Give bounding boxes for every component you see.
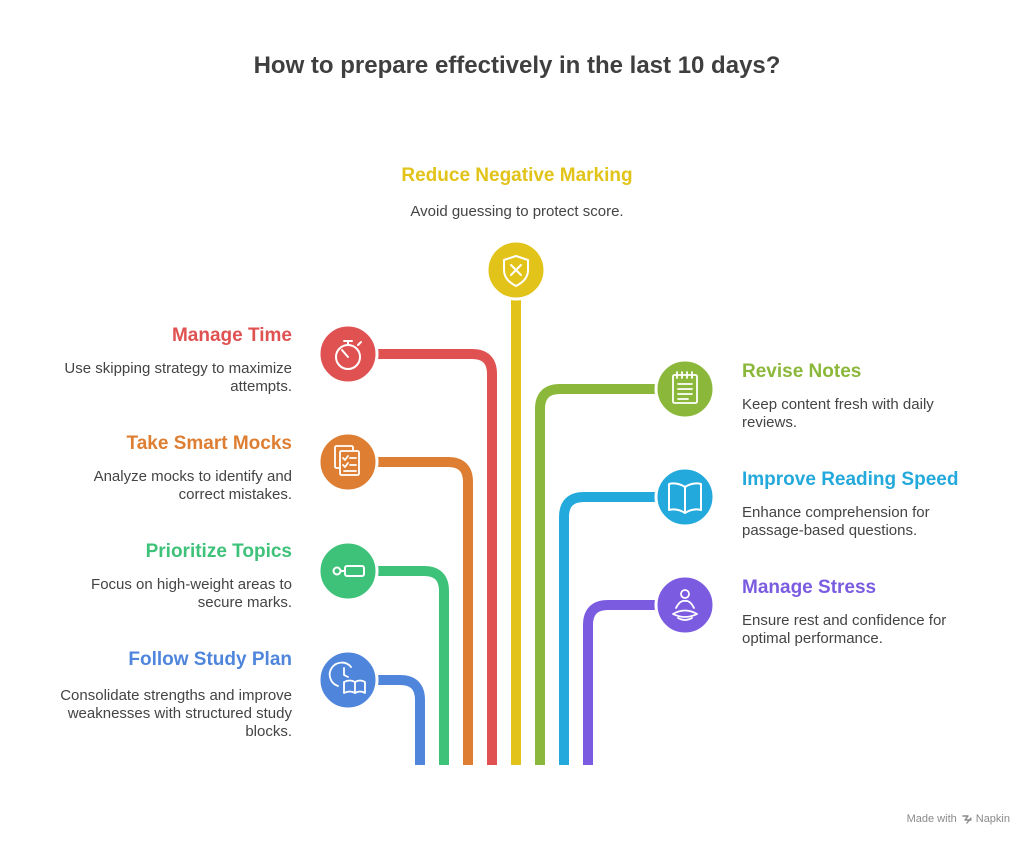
napkin-brand: Napkin <box>961 813 1010 825</box>
step-title-follow-study-plan: Follow Study Plan <box>128 649 292 670</box>
connector-revise-notes <box>535 384 685 765</box>
node-reduce-negative-marking <box>485 239 547 301</box>
checklist-documents-icon <box>334 445 360 476</box>
clock-book-icon <box>328 661 366 694</box>
connector-manage-time <box>348 349 497 765</box>
node-follow-study-plan <box>317 649 379 711</box>
shield-x-icon <box>503 255 529 287</box>
priority-slider-icon <box>332 565 365 577</box>
step-desc-improve-reading-speed: Enhance comprehension for passage-based … <box>742 504 930 539</box>
connector-follow-study-plan <box>348 675 425 765</box>
connector-take-smart-mocks <box>348 457 473 765</box>
node-manage-time <box>317 323 379 385</box>
stopwatch-icon <box>335 340 362 370</box>
node-prioritize-topics <box>317 540 379 602</box>
step-desc-prioritize-topics: Focus on high-weight areas to secure mar… <box>91 576 292 611</box>
connector-improve-reading-speed <box>559 492 685 765</box>
step-desc-revise-notes: Keep content fresh with daily reviews. <box>742 396 934 431</box>
notepad-icon <box>672 371 698 404</box>
node-revise-notes <box>654 358 716 420</box>
connector-manage-stress <box>583 600 685 765</box>
step-desc-take-smart-mocks: Analyze mocks to identify and correct mi… <box>93 468 292 503</box>
step-title-improve-reading-speed: Improve Reading Speed <box>742 469 959 490</box>
step-desc-reduce-negative-marking: Avoid guessing to protect score. <box>410 203 624 220</box>
open-book-icon <box>668 482 702 514</box>
step-desc-manage-time: Use skipping strategy to maximize attemp… <box>64 360 292 395</box>
node-manage-stress <box>654 574 716 636</box>
page-title: How to prepare effectively in the last 1… <box>253 52 781 79</box>
step-title-reduce-negative-marking: Reduce Negative Marking <box>401 165 633 186</box>
step-title-prioritize-topics: Prioritize Topics <box>145 541 292 562</box>
step-title-revise-notes: Revise Notes <box>742 361 862 382</box>
node-take-smart-mocks <box>317 431 379 493</box>
step-title-take-smart-mocks: Take Smart Mocks <box>126 433 292 454</box>
meditation-icon <box>672 589 698 621</box>
step-title-manage-time: Manage Time <box>171 325 292 346</box>
made-with-napkin-footer[interactable]: Made with Napkin <box>907 813 1010 825</box>
node-improve-reading-speed <box>654 466 716 528</box>
napkin-brand-label: Napkin <box>975 813 1010 825</box>
step-desc-follow-study-plan: Consolidate strengths and improve weakne… <box>60 687 292 740</box>
made-with-label: Made with <box>906 813 957 825</box>
step-title-manage-stress: Manage Stress <box>742 577 877 598</box>
step-desc-manage-stress: Ensure rest and confidence for optimal p… <box>742 612 947 647</box>
connector-prioritize-topics <box>348 566 449 765</box>
napkin-logo-icon <box>962 815 972 824</box>
